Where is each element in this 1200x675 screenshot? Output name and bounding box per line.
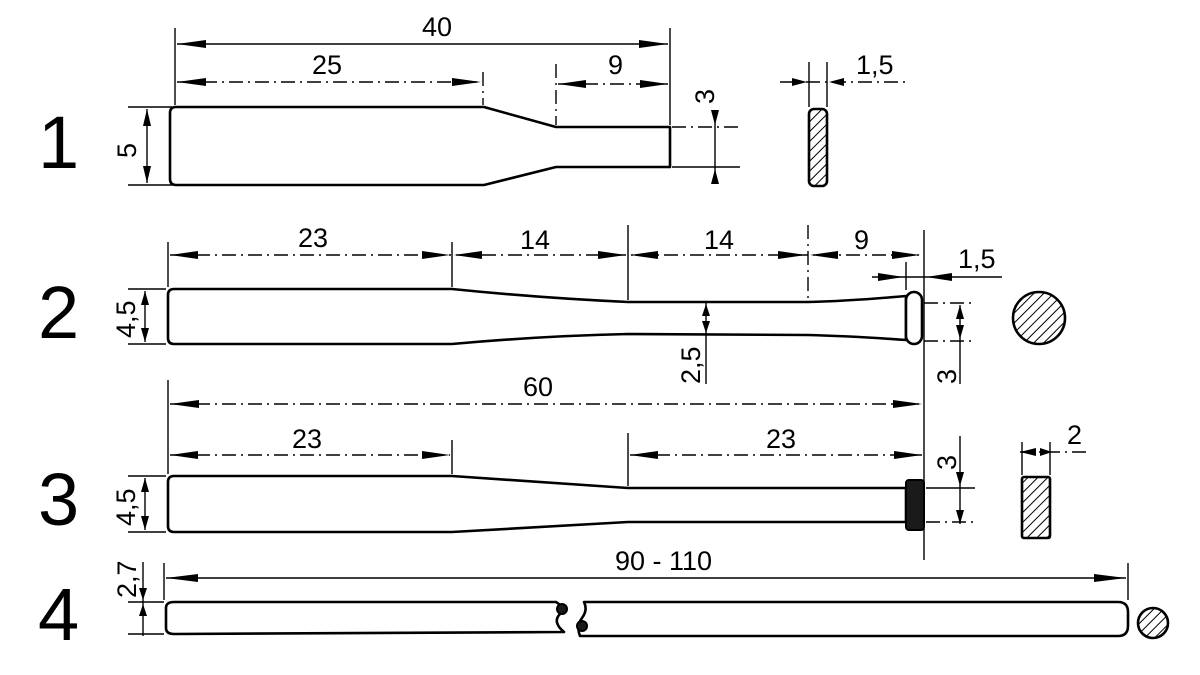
part-3-dim-thickness: 2	[1067, 420, 1082, 450]
part-3-cross-section	[1020, 475, 1052, 540]
part-4-cross-section	[1136, 606, 1170, 640]
part-1-dim-thickness: 1,5	[856, 50, 894, 80]
part-3-dim-tip: 3	[932, 455, 962, 470]
part-2-outline	[166, 287, 908, 346]
part-1-number: 1	[38, 101, 79, 184]
part-1-dim-width: 5	[112, 143, 142, 158]
part-4-left-segment	[164, 600, 566, 636]
part-2-dim-seg2: 14	[520, 225, 550, 255]
part-2-cross-section	[1011, 290, 1067, 346]
part-1-outline	[168, 105, 672, 187]
part-1-dim-left: 25	[312, 50, 342, 80]
part-2-dim-width: 4,5	[111, 300, 141, 338]
part-4-number: 4	[38, 573, 79, 656]
part-4-break-mark-1	[556, 603, 568, 615]
part-4: 4 90 - 110 2,7	[38, 546, 1170, 656]
part-2-head	[904, 290, 924, 346]
part-4-dim-diameter: 2,7	[112, 560, 142, 598]
part-4-right-segment	[577, 600, 1130, 638]
part-1-dim-total: 40	[422, 12, 452, 42]
part-2-number: 2	[38, 271, 79, 354]
part-3-number: 3	[38, 458, 79, 541]
part-3-dim-left: 23	[292, 424, 322, 454]
part-1-dim-tip: 3	[690, 89, 720, 104]
part-1-cross-section	[807, 107, 829, 188]
part-2-dim-seg4: 9	[854, 225, 869, 255]
part-2-dim-seg1: 23	[298, 223, 328, 253]
part-3: 3 60 23 23 4,5 3 2	[38, 372, 1090, 541]
part-1-dim-right: 9	[608, 50, 623, 80]
part-3-dim-total: 60	[523, 372, 553, 402]
part-3-dim-width: 4,5	[111, 488, 141, 526]
part-3-dim-right: 23	[766, 424, 796, 454]
part-2: 2 23 14 14 9 1,5 4,5 2,5	[38, 223, 1067, 560]
part-2-dim-tip: 3	[932, 369, 962, 384]
part-2-dim-waist: 2,5	[676, 346, 706, 384]
part-3-outline	[166, 474, 908, 534]
part-4-break-mark-2	[576, 620, 588, 632]
part-4-dim-length: 90 - 110	[615, 546, 712, 576]
part-2-dim-seg3: 14	[704, 225, 734, 255]
part-2-dim-head: 1,5	[958, 244, 996, 274]
part-1: 1 40 25 9 5 3 1,5	[38, 12, 905, 188]
part-3-tip	[905, 479, 925, 531]
